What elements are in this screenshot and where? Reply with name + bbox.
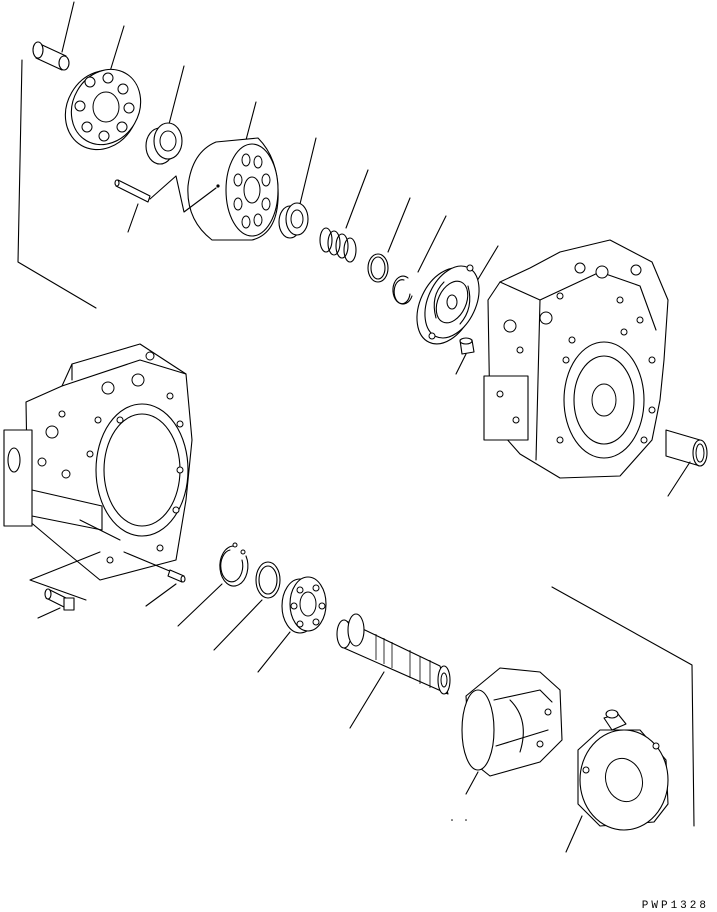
piston-shoe [33, 2, 74, 70]
snap-ring-large [178, 543, 248, 626]
pin [115, 176, 216, 232]
assembly-bracket-bottom [552, 587, 694, 826]
swash-plate [451, 668, 562, 821]
figure-reference-code: PWP1328 [641, 900, 709, 912]
snap-ring-small [393, 216, 446, 304]
dowel-pin [456, 338, 474, 374]
valve-plate [406, 246, 498, 353]
spring [320, 170, 368, 262]
spherical-bushing [146, 66, 184, 164]
retainer-plate [51, 26, 154, 163]
shaft [337, 614, 450, 728]
bearing [258, 577, 326, 672]
bolt [30, 552, 100, 618]
bushing [666, 430, 707, 496]
cylinder-block [188, 102, 278, 240]
spacer [279, 138, 316, 238]
shim [214, 562, 280, 650]
ring [368, 198, 410, 282]
cradle-cover [566, 710, 668, 852]
assembly-bracket-top [18, 60, 96, 308]
end-cap [484, 240, 668, 478]
case-pin [124, 552, 185, 606]
pump-case [4, 344, 192, 580]
